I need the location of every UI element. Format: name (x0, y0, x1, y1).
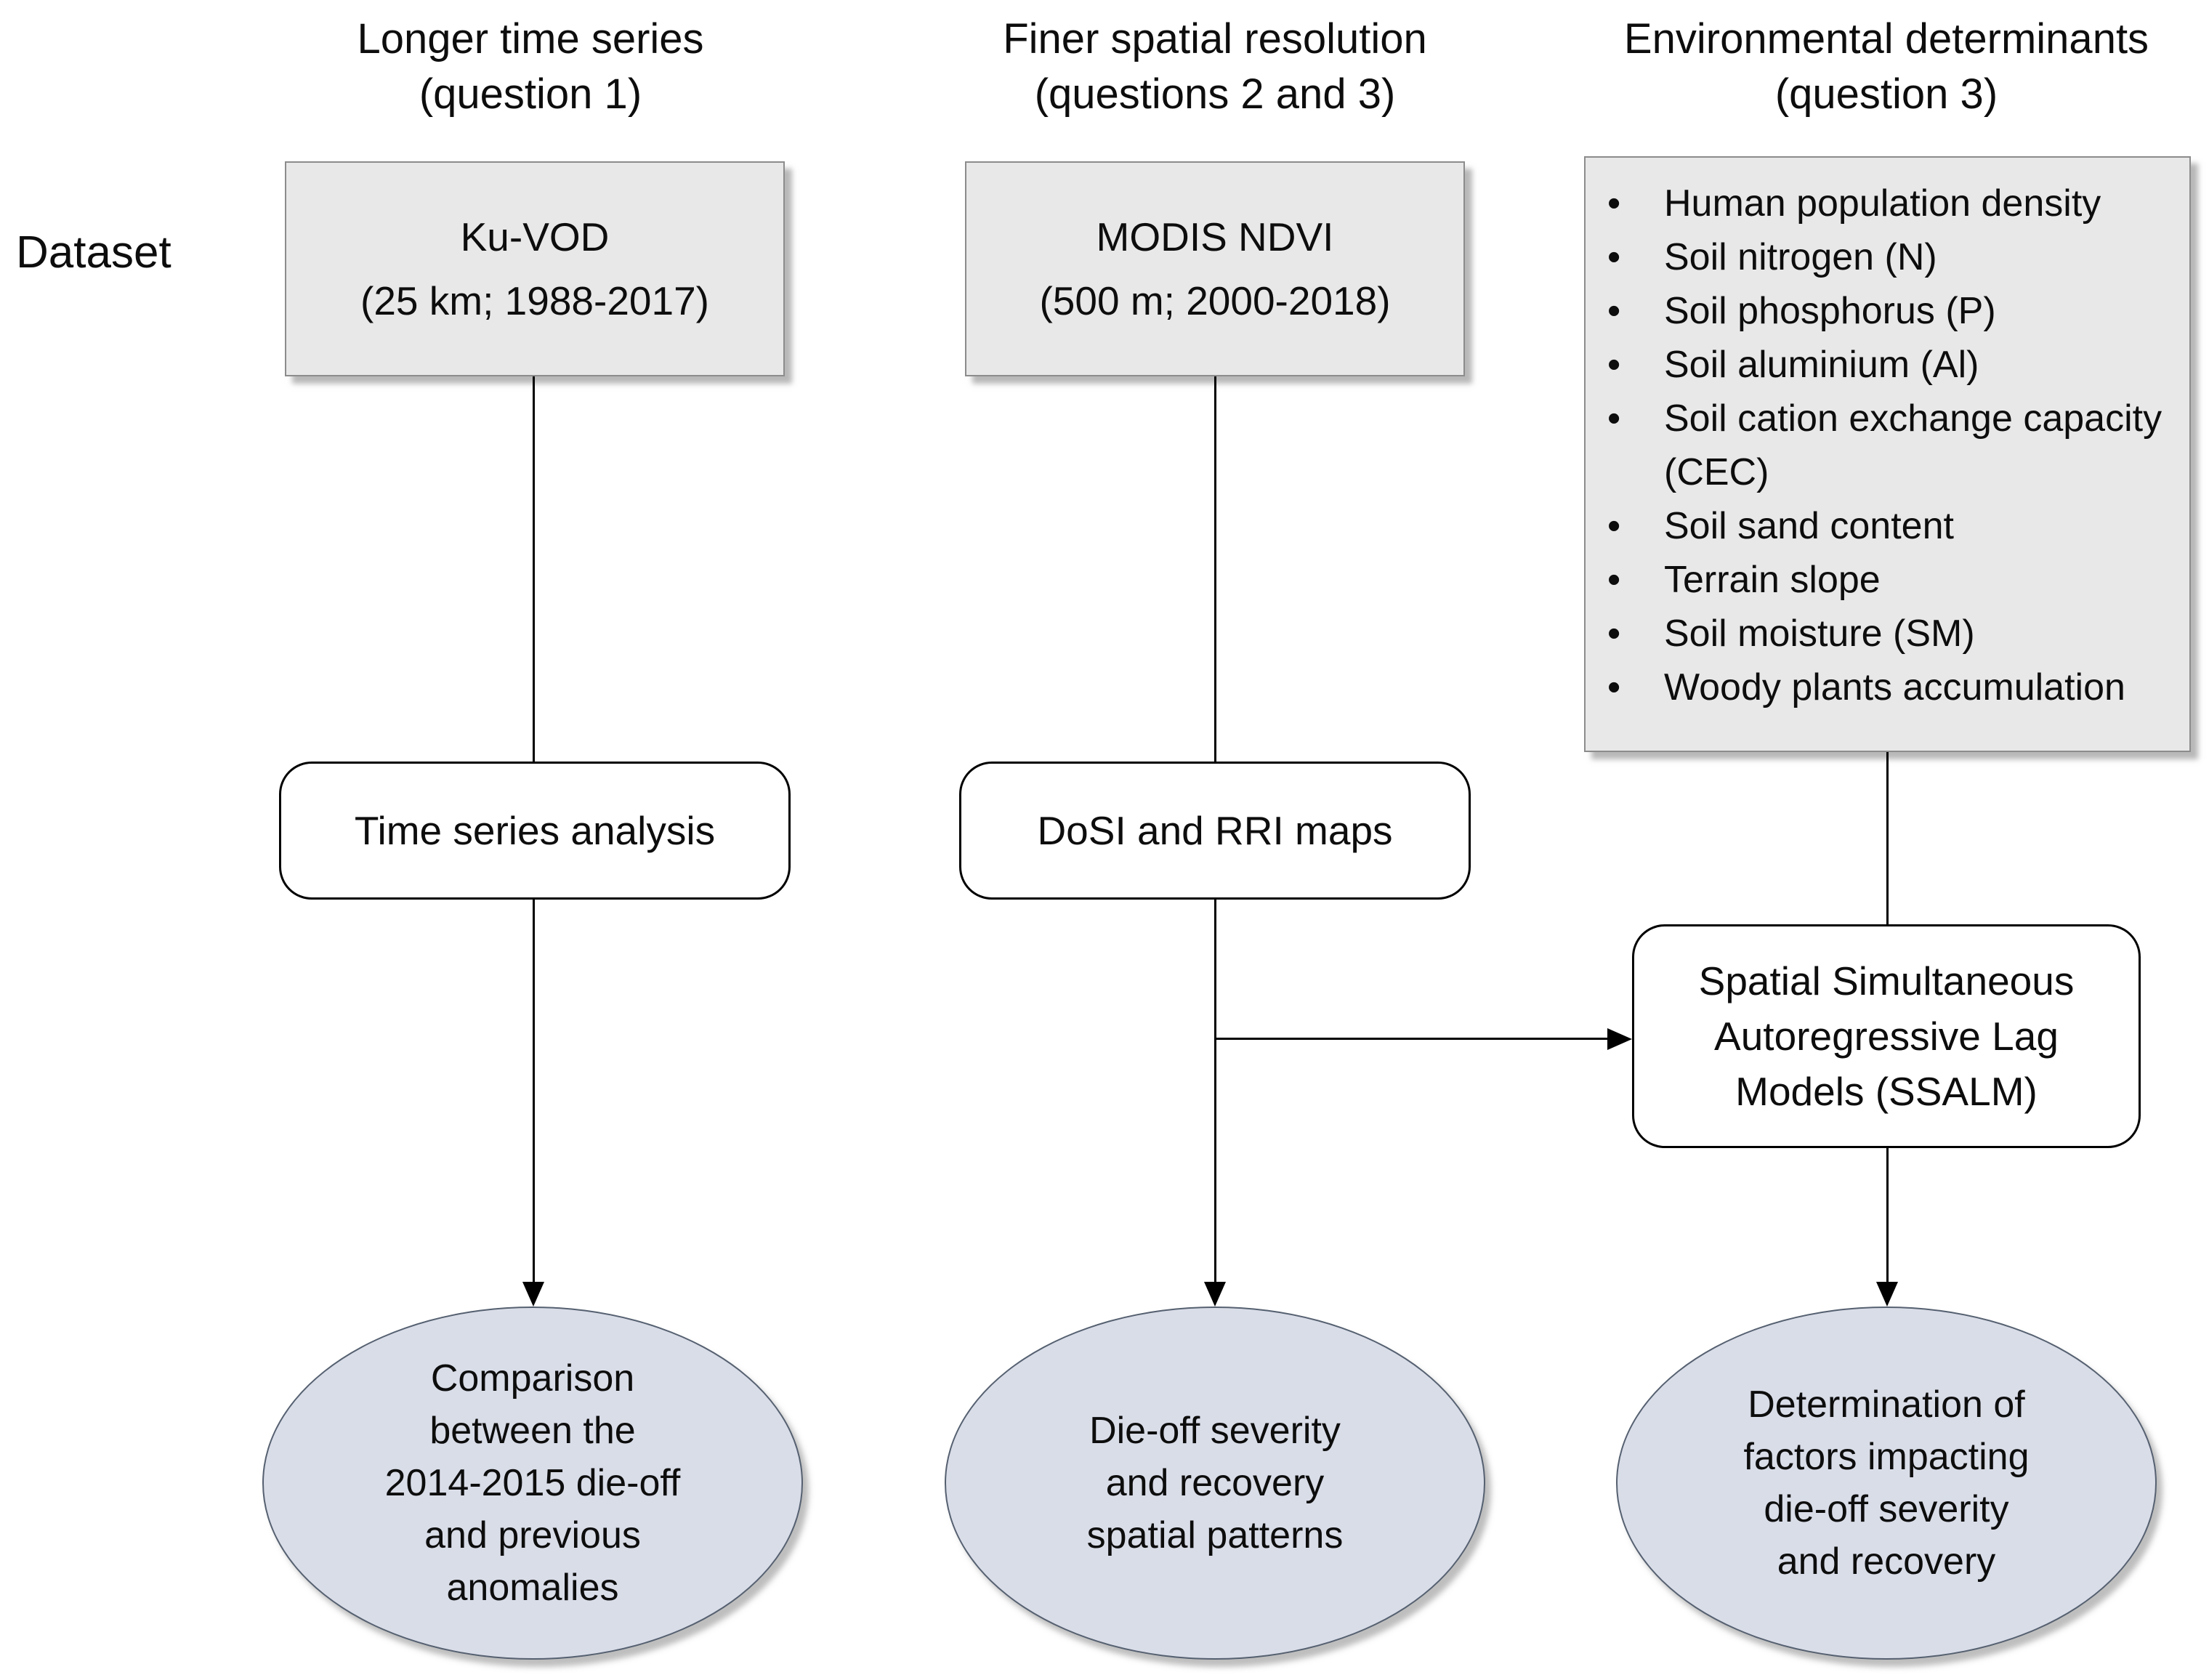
column-header-finer-spatial-resolution: Finer spatial resolution (questions 2 an… (1003, 15, 1427, 118)
outcome-ellipse-determination: Determination of factors impacting die-o… (1616, 1307, 2157, 1660)
connector-kuvod-to-timeseries (533, 376, 535, 762)
arrowhead-down-comparison (522, 1282, 544, 1307)
bullet-item: Terrain slope (1607, 553, 2179, 607)
arrowhead-right-ssalm (1607, 1028, 1632, 1050)
outcome-ellipse-comparison: Comparison between the 2014-2015 die-off… (262, 1307, 803, 1660)
arrowhead-down-patterns (1204, 1282, 1226, 1307)
bullet-item: Soil cation exchange capacity (CEC) (1607, 392, 2179, 499)
bullet-item: Soil nitrogen (N) (1607, 230, 2179, 284)
dataset-row-label: Dataset (16, 227, 171, 278)
bullet-item: Soil phosphorus (P) (1607, 284, 2179, 338)
process-box-ssalm: Spatial Simultaneous Autoregressive Lag … (1632, 924, 2141, 1148)
arrowhead-down-determination (1876, 1282, 1898, 1307)
connector-dosirri-to-patterns (1214, 900, 1216, 1283)
bullet-item: Human population density (1607, 177, 2179, 230)
connector-ssalm-to-determination (1886, 1148, 1889, 1283)
column-header-environmental-determinants: Environmental determinants (question 3) (1623, 15, 2149, 118)
outcome-ellipse-spatial-patterns: Die-off severity and recovery spatial pa… (945, 1307, 1485, 1660)
connector-modis-to-dosirri (1214, 376, 1216, 762)
bullet-item: Soil aluminium (Al) (1607, 338, 2179, 392)
process-box-dosi-rri-maps: DoSI and RRI maps (959, 762, 1471, 900)
connector-timeseries-to-comparison (533, 900, 535, 1283)
environmental-determinants-list: Human population densitySoil nitrogen (N… (1607, 177, 2179, 714)
connector-determinants-to-ssalm (1886, 752, 1889, 924)
process-box-time-series-analysis: Time series analysis (279, 762, 791, 900)
bullet-item: Woody plants accumulation (1607, 661, 2179, 714)
connector-dosirri-to-ssalm (1214, 1038, 1608, 1040)
dataset-box-modis-ndvi: MODIS NDVI (500 m; 2000-2018) (965, 161, 1465, 376)
dataset-box-environmental-determinants: Human population densitySoil nitrogen (N… (1584, 156, 2191, 752)
column-header-longer-time-series: Longer time series (question 1) (357, 15, 704, 118)
bullet-item: Soil sand content (1607, 499, 2179, 553)
dataset-box-ku-vod: Ku-VOD (25 km; 1988-2017) (285, 161, 785, 376)
bullet-item: Soil moisture (SM) (1607, 607, 2179, 661)
